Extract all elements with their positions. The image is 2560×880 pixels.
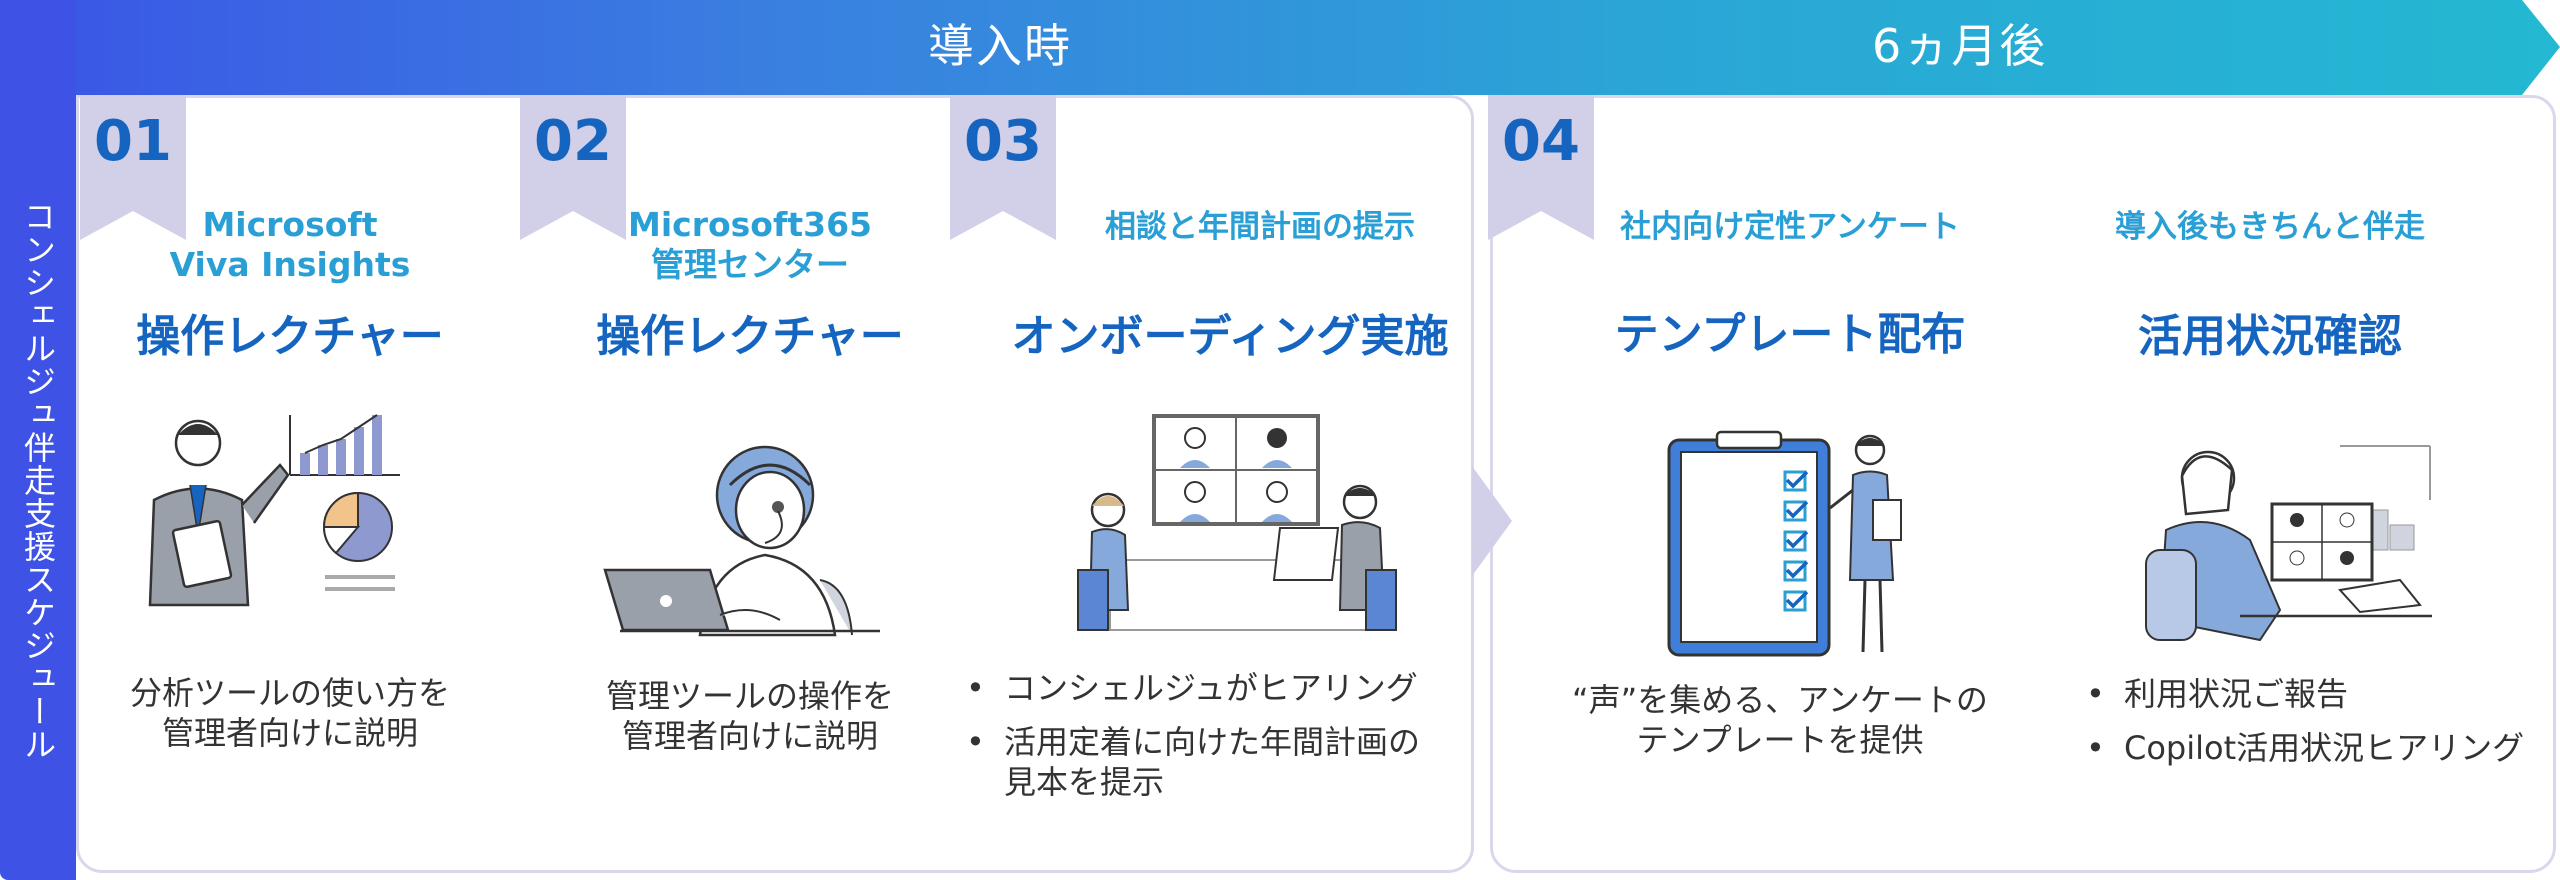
timeline-banner xyxy=(0,0,2560,95)
bullet-item: Copilot活用状況ヒアリング xyxy=(2080,728,2524,768)
description-line: 分析ツールの使い方を xyxy=(129,674,450,712)
subtitle-line: Microsoft xyxy=(202,205,378,244)
subtitle-line: 管理センター xyxy=(651,245,849,284)
panel-connector-arrow xyxy=(1472,466,1512,576)
step-01-description: 分析ツールの使い方を 管理者向けに説明 xyxy=(110,673,470,753)
step-03-bullets: コンシェルジュがヒアリング 活用定着に向けた年間計画の 見本を提示 xyxy=(960,668,1420,816)
step-02-description: 管理ツールの操作を 管理者向けに説明 xyxy=(550,676,950,756)
step-04-subtitle: 社内向け定性アンケート xyxy=(1580,207,2000,247)
step-03-title: オンボーディング実施 xyxy=(1011,311,1449,362)
description-line: 管理ツールの操作を xyxy=(605,677,894,715)
bullet-text: 見本を提示 xyxy=(1004,763,1165,801)
step-04-description: “声”を集める、アンケートの テンプレートを提供 xyxy=(1540,680,2020,760)
step-05-subtitle: 導入後もきちんと伴走 xyxy=(2060,207,2480,247)
sidebar-label: コンシェルジュ伴走支援スケジュール xyxy=(19,200,57,761)
subtitle-line: Viva Insights xyxy=(169,245,411,284)
step-03-subtitle: 相談と年間計画の提示 xyxy=(1060,207,1460,247)
bullet-item: 利用状況ご報告 xyxy=(2080,674,2524,714)
step-number: 03 xyxy=(964,109,1042,174)
headset-operator-illustration xyxy=(603,445,880,637)
description-line: 管理者向けに説明 xyxy=(161,714,418,752)
description-line: “声”を集める、アンケートの xyxy=(1572,681,1988,719)
step-05-title: 活用状況確認 xyxy=(2138,311,2402,362)
video-meeting-illustration xyxy=(1077,414,1397,631)
step-01-subtitle: Microsoft Viva Insights xyxy=(150,205,430,285)
description-line: 管理者向けに説明 xyxy=(621,717,878,755)
bullet-item: 活用定着に向けた年間計画の xyxy=(960,722,1420,762)
remote-worker-illustration xyxy=(2145,445,2432,642)
phase-label-start: 導入時 xyxy=(928,19,1072,73)
presenter-with-charts-illustration xyxy=(148,414,400,607)
description-line: テンプレートを提供 xyxy=(1636,721,1924,759)
subtitle-line: Microsoft365 xyxy=(628,205,872,244)
bullet-item: コンシェルジュがヒアリング xyxy=(960,668,1420,708)
step-number: 01 xyxy=(94,109,172,174)
checklist-presenter-illustration xyxy=(1667,430,1902,657)
step-02-title: 操作レクチャー xyxy=(596,311,904,362)
schedule-sidebar: コンシェルジュ伴走支援スケジュール xyxy=(0,0,76,880)
bullet-continuation: 見本を提示 xyxy=(960,762,1420,802)
step-ribbon-03: 03 xyxy=(950,95,1056,240)
phase-label-later: 6ヵ月後 xyxy=(1872,19,2048,73)
step-04-title: テンプレート配布 xyxy=(1614,309,1966,360)
step-02-subtitle: Microsoft365 管理センター xyxy=(600,205,900,285)
step-01-title: 操作レクチャー xyxy=(136,311,444,362)
subtitle-line: 導入後もきちんと伴走 xyxy=(2115,209,2425,245)
step-ribbon-01: 01 xyxy=(80,95,186,240)
bullet-text: 活用定着に向けた年間計画の xyxy=(1004,723,1421,761)
step-number: 04 xyxy=(1502,109,1580,174)
subtitle-line: 社内向け定性アンケート xyxy=(1620,209,1960,245)
step-number: 02 xyxy=(534,109,612,174)
step-05-bullets: 利用状況ご報告 Copilot活用状況ヒアリング xyxy=(2080,674,2524,782)
subtitle-line: 相談と年間計画の提示 xyxy=(1105,209,1415,245)
